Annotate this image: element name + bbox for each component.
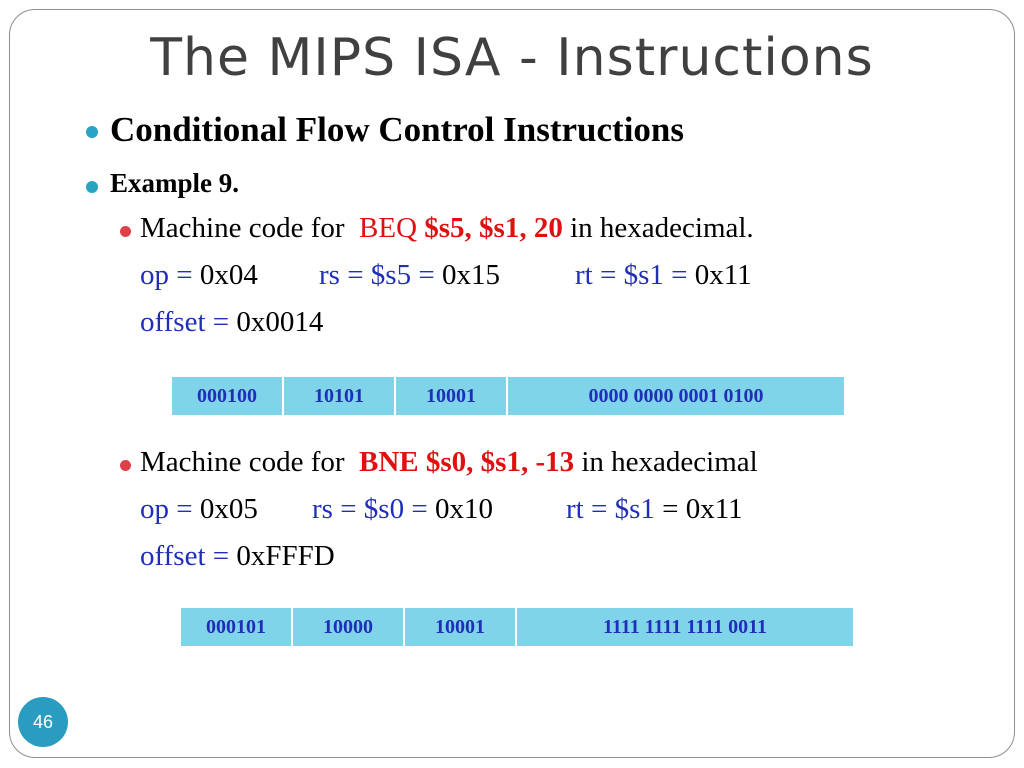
example2-rt: rt = $s1 = 0x11 bbox=[566, 493, 743, 526]
example1-rs: rs = $s5 = 0x15 bbox=[319, 259, 500, 292]
offset-value: 0x0014 bbox=[236, 306, 324, 338]
example1-line: Machine code for BEQ $s5, $s1, 20 in hex… bbox=[140, 212, 754, 245]
op-label: op = bbox=[140, 259, 193, 291]
bullet-icon bbox=[86, 181, 98, 193]
field-op: 000100 bbox=[170, 375, 284, 417]
example2-offset: offset = 0xFFFD bbox=[140, 540, 335, 573]
example2-line: Machine code for BNE $s0, $s1, -13 in he… bbox=[140, 446, 758, 479]
example2-op: op = 0x05 bbox=[140, 493, 258, 526]
rt-label: rt = $s1 = bbox=[575, 259, 688, 291]
field-op: 000101 bbox=[179, 606, 293, 648]
field-offset: 0000 0000 0001 0100 bbox=[506, 375, 846, 417]
table-row: 000101 10000 10001 1111 1111 1111 0011 bbox=[179, 606, 855, 648]
field-rs: 10000 bbox=[291, 606, 405, 648]
rt-value: 0x11 bbox=[694, 259, 752, 291]
instruction-format-table-beq: 000100 10101 10001 0000 0000 0001 0100 bbox=[170, 375, 846, 417]
example1-instr-args: $s5, $s1, 20 bbox=[424, 212, 563, 244]
bullet-icon bbox=[86, 126, 98, 138]
field-rs: 10101 bbox=[282, 375, 396, 417]
example1-suffix: in hexadecimal. bbox=[570, 212, 754, 244]
offset-label: offset = bbox=[140, 306, 230, 338]
rs-label: rs = $s0 = bbox=[312, 493, 428, 525]
example1-intro: Machine code for bbox=[140, 212, 345, 244]
op-value: 0x05 bbox=[199, 493, 258, 525]
sub-bullet-icon bbox=[120, 460, 131, 471]
op-value: 0x04 bbox=[199, 259, 258, 291]
rs-value: 0x10 bbox=[434, 493, 493, 525]
example2-intro: Machine code for bbox=[140, 446, 345, 478]
example2-instr: BNE $s0, $s1, -13 bbox=[359, 446, 575, 478]
offset-value: 0xFFFD bbox=[236, 540, 335, 572]
section-heading: Conditional Flow Control Instructions bbox=[110, 110, 685, 149]
rs-label: rs = $s5 = bbox=[319, 259, 435, 291]
example1-offset: offset = 0x0014 bbox=[140, 306, 323, 339]
example-label: Example 9. bbox=[110, 168, 240, 198]
example1-instr-name: BEQ bbox=[359, 212, 418, 244]
instruction-format-table-bne: 000101 10000 10001 1111 1111 1111 0011 bbox=[179, 606, 855, 648]
rs-value: 0x15 bbox=[441, 259, 500, 291]
field-rt: 10001 bbox=[394, 375, 508, 417]
example1-rt: rt = $s1 = 0x11 bbox=[575, 259, 752, 292]
example1-fields-line: op = 0x04 bbox=[140, 259, 258, 292]
rt-label: rt = $s1 bbox=[566, 493, 655, 525]
example2-rs: rs = $s0 = 0x10 bbox=[312, 493, 493, 526]
slide-title: The MIPS ISA - Instructions bbox=[150, 28, 874, 88]
table-row: 000100 10101 10001 0000 0000 0001 0100 bbox=[170, 375, 846, 417]
op-label: op = bbox=[140, 493, 193, 525]
sub-bullet-icon bbox=[120, 226, 131, 237]
field-rt: 10001 bbox=[403, 606, 517, 648]
slide-frame bbox=[9, 9, 1015, 758]
field-offset: 1111 1111 1111 0011 bbox=[515, 606, 855, 648]
example2-suffix: in hexadecimal bbox=[581, 446, 758, 478]
offset-label: offset = bbox=[140, 540, 230, 572]
page-number-badge: 46 bbox=[18, 697, 68, 747]
rt-value: = 0x11 bbox=[662, 493, 743, 525]
